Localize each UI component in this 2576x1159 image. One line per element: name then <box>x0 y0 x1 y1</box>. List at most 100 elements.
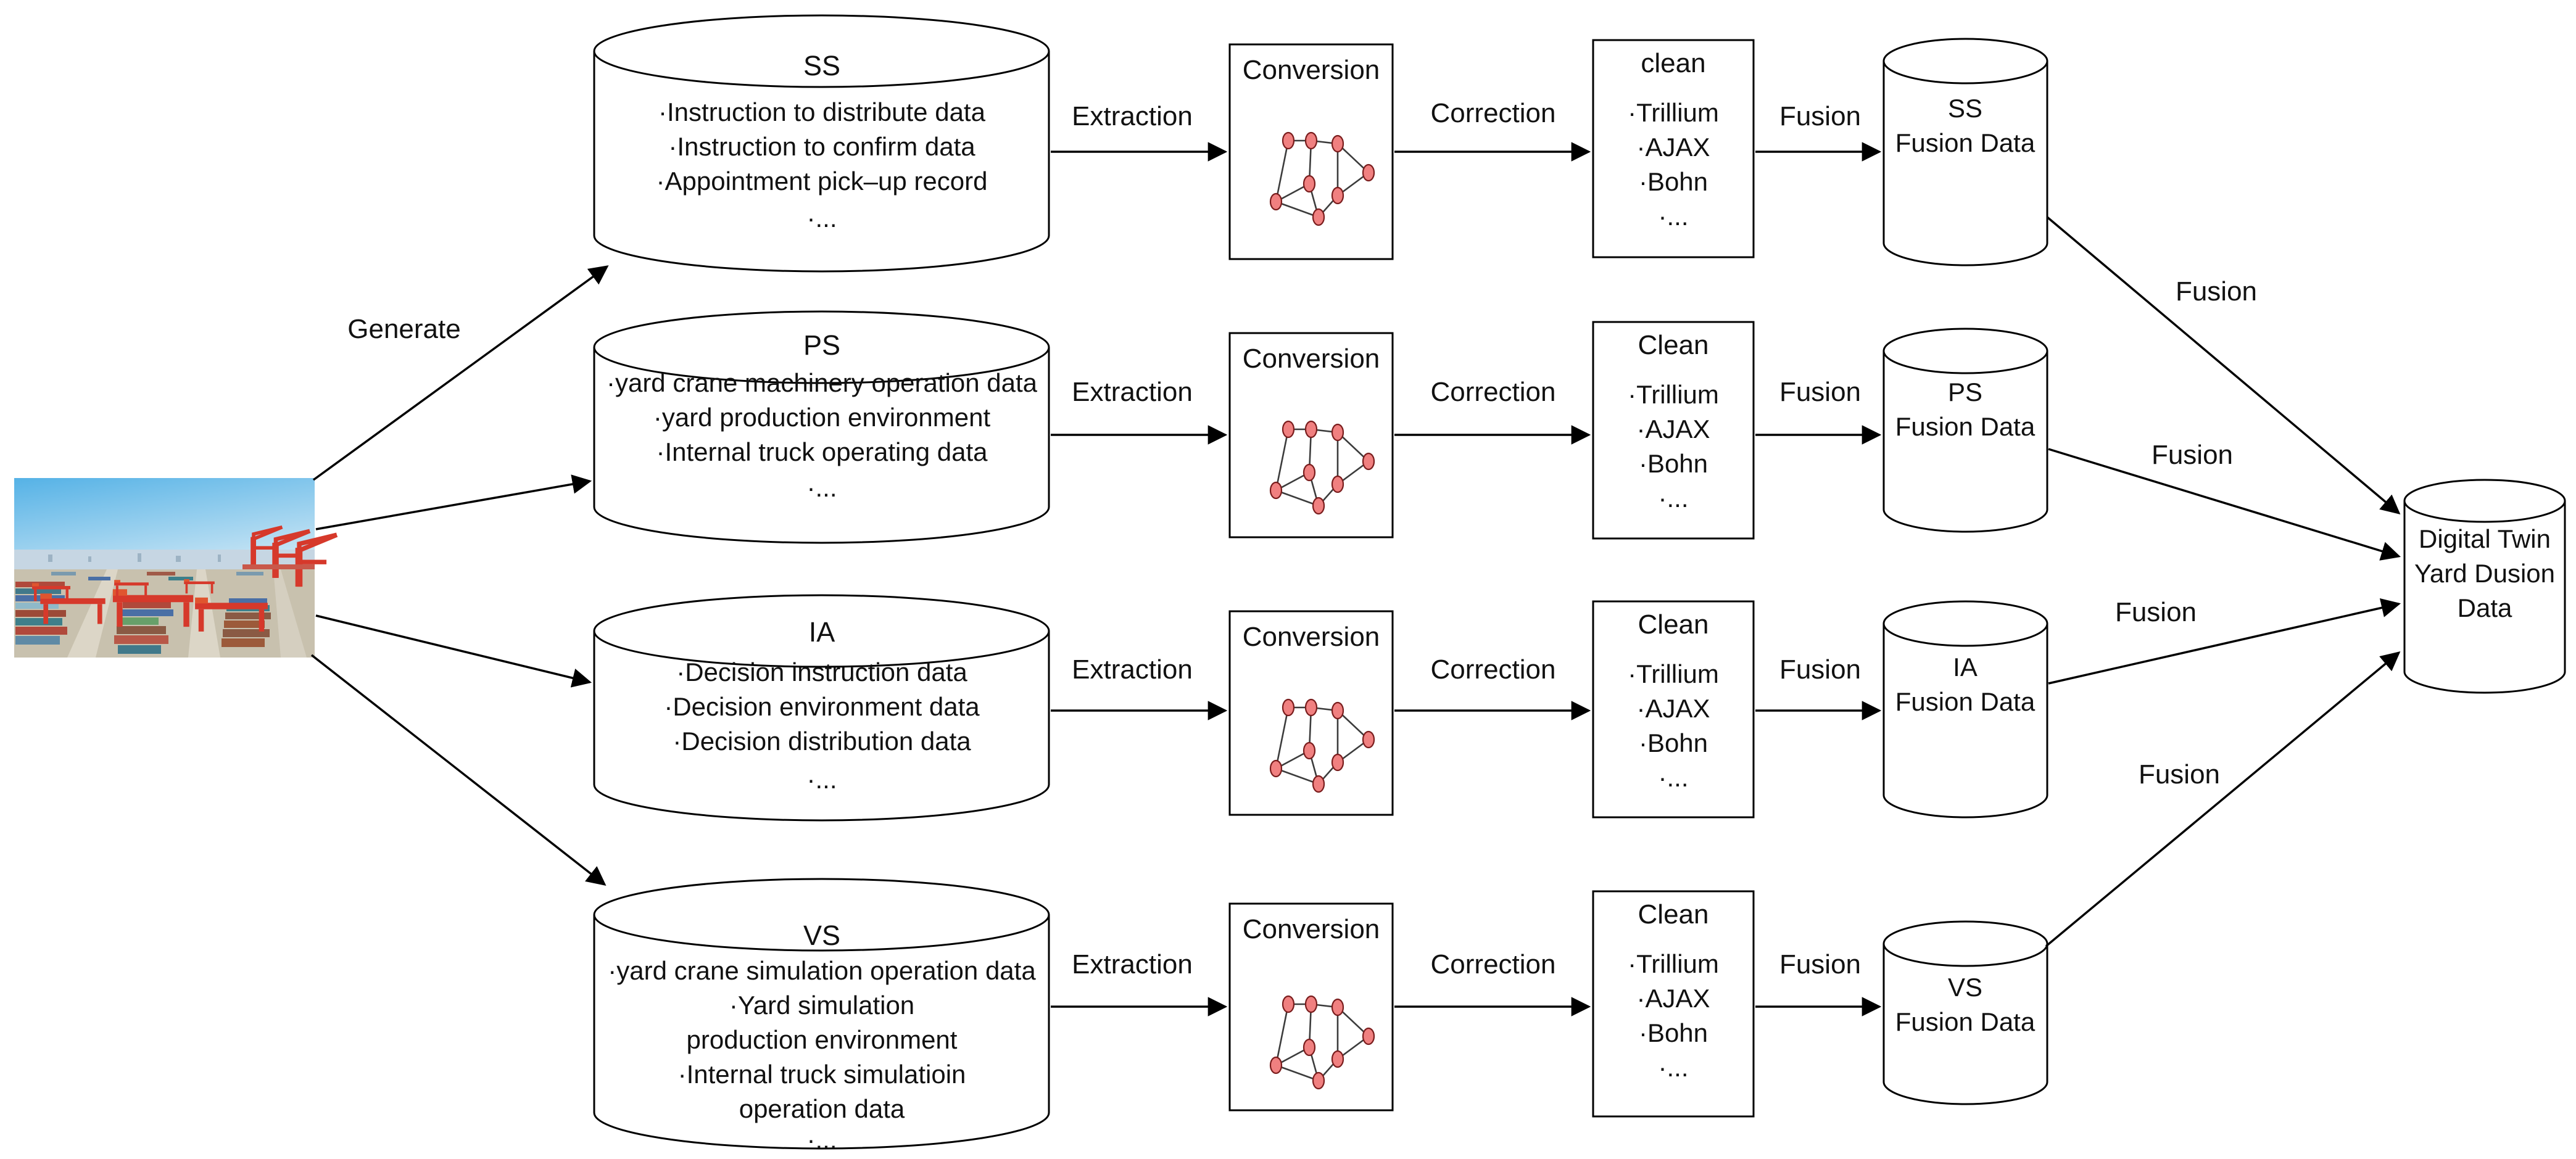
clean-item: ·... <box>1659 202 1689 231</box>
fusion-store-line2: Fusion Data <box>1895 1007 2036 1036</box>
correction-label: Correction <box>1431 654 1556 685</box>
clean-box <box>1592 600 1755 819</box>
generate-arrow <box>315 474 592 530</box>
conversion-title: Conversion <box>1243 344 1380 374</box>
clean-item: ·... <box>1659 1053 1689 1082</box>
source-item: ·Internal truck operating data <box>656 437 988 466</box>
clean-item: ·Bohn <box>1639 449 1708 478</box>
pipeline-row-vs: VS ·yard crane simulation operation data… <box>593 651 2401 1154</box>
source-cylinder-vs <box>593 915 1050 1150</box>
fusion-store-line2: Fusion Data <box>1895 687 2036 716</box>
source-cylinder-ss-top <box>593 14 1050 88</box>
clean-item: ·... <box>1659 484 1689 513</box>
correction-label: Correction <box>1431 949 1556 980</box>
source-item: ·... <box>807 1125 837 1154</box>
source-item: ·Internal truck simulatioin <box>678 1060 966 1089</box>
container-stacks <box>15 572 271 654</box>
final-fusion-arrow <box>2046 216 2401 515</box>
source-item: ·... <box>807 204 837 233</box>
fusion-label: Fusion <box>1779 377 1861 407</box>
final-cylinder-top <box>2403 479 2566 523</box>
extraction-label: Extraction <box>1072 949 1193 980</box>
final-fusion-arrow <box>2048 448 2401 561</box>
extraction-label: Extraction <box>1072 101 1193 131</box>
pipeline-row-ss: SS ·Instruction to distribute data ·Inst… <box>593 14 2401 515</box>
extraction-label: Extraction <box>1072 654 1193 685</box>
clean-item: ·Bohn <box>1639 167 1708 196</box>
clean-item: ·AJAX <box>1636 133 1710 162</box>
correction-label: Correction <box>1431 98 1556 128</box>
fusion-store-line1: VS <box>1948 973 1982 1002</box>
clean-item: ·Trillium <box>1628 949 1719 978</box>
final-store-line3: Data <box>2458 593 2512 622</box>
fusion-store-line1: PS <box>1948 377 1982 406</box>
pipeline-row-ia: IA ·Decision instruction data ·Decision … <box>593 594 2401 822</box>
final-fusion-label: Fusion <box>2139 759 2220 790</box>
fusion-cylinder-ps <box>1882 351 2048 533</box>
clean-title: Clean <box>1638 899 1709 930</box>
source-title: SS <box>803 50 840 81</box>
fusion-store-line2: Fusion Data <box>1895 128 2036 157</box>
fusion-cylinder-ia-top <box>1882 600 2048 647</box>
final-fusion-arrow <box>2045 651 2401 947</box>
final-store-line2: Yard Dusion <box>2414 559 2555 588</box>
source-cylinder-vs-top <box>593 878 1050 952</box>
fusion-label: Fusion <box>1779 949 1861 980</box>
clean-title: clean <box>1641 48 1705 78</box>
fusion-cylinder-vs <box>1882 944 2048 1105</box>
fusion-store-line2: Fusion Data <box>1895 412 2036 441</box>
source-item: ·Decision distribution data <box>673 727 971 756</box>
clean-item: ·AJAX <box>1636 984 1710 1013</box>
source-cylinder-ia <box>593 631 1050 822</box>
conversion-title: Conversion <box>1243 914 1380 944</box>
extraction-label: Extraction <box>1072 377 1193 407</box>
clean-item: ·AJAX <box>1636 415 1710 443</box>
source-item: ·Decision instruction data <box>676 658 967 687</box>
source-item: ·... <box>807 473 837 502</box>
clean-item: ·AJAX <box>1636 694 1710 723</box>
source-item: ·yard crane simulation operation data <box>608 956 1036 985</box>
source-title: VS <box>803 920 840 951</box>
generate-arrow <box>310 654 607 886</box>
fusion-cylinder-vs-top <box>1882 920 2048 967</box>
port-photo <box>14 478 337 658</box>
source-item: ·Instruction to distribute data <box>658 97 986 126</box>
generate-arrow <box>315 614 592 688</box>
clean-item: ·... <box>1659 763 1689 792</box>
fusion-cylinder-ss-top <box>1882 38 2048 85</box>
clean-item: ·Trillium <box>1628 659 1719 688</box>
source-title: IA <box>809 616 835 648</box>
final-store: Digital Twin Yard Dusion Data <box>2403 479 2566 694</box>
correction-label: Correction <box>1431 377 1556 407</box>
clean-box <box>1592 890 1755 1118</box>
fusion-store-line1: IA <box>1953 653 1978 682</box>
conversion-title: Conversion <box>1243 55 1380 85</box>
fusion-label: Fusion <box>1779 654 1861 685</box>
final-fusion-arrow <box>2048 598 2401 685</box>
clean-title: Clean <box>1638 330 1709 360</box>
source-item: production environment <box>687 1025 958 1054</box>
clean-item: ·Bohn <box>1639 1018 1708 1047</box>
fusion-cylinder-ss <box>1882 61 2048 266</box>
source-item: ·yard crane machinery operation data <box>607 368 1038 397</box>
fusion-store-line1: SS <box>1948 94 1982 123</box>
final-cylinder <box>2403 501 2566 694</box>
final-store-line1: Digital Twin <box>2419 524 2551 553</box>
source-item: ·... <box>807 765 837 794</box>
clean-item: ·Trillium <box>1628 98 1719 127</box>
source-item: ·yard production environment <box>653 403 991 432</box>
source-item: ·Instruction to confirm data <box>668 132 975 161</box>
fusion-cylinder-ia <box>1882 624 2048 819</box>
clean-title: Clean <box>1638 609 1709 640</box>
conversion-box <box>1228 902 1394 1112</box>
clean-item: ·Trillium <box>1628 380 1719 409</box>
clean-item: ·Bohn <box>1639 728 1708 757</box>
source-cylinder-ia-top <box>593 594 1050 668</box>
clean-box <box>1592 39 1755 258</box>
source-item: ·Yard simulation <box>729 991 914 1020</box>
fusion-label: Fusion <box>1779 101 1861 131</box>
clean-box <box>1592 321 1755 540</box>
generate-arrow <box>312 265 609 481</box>
